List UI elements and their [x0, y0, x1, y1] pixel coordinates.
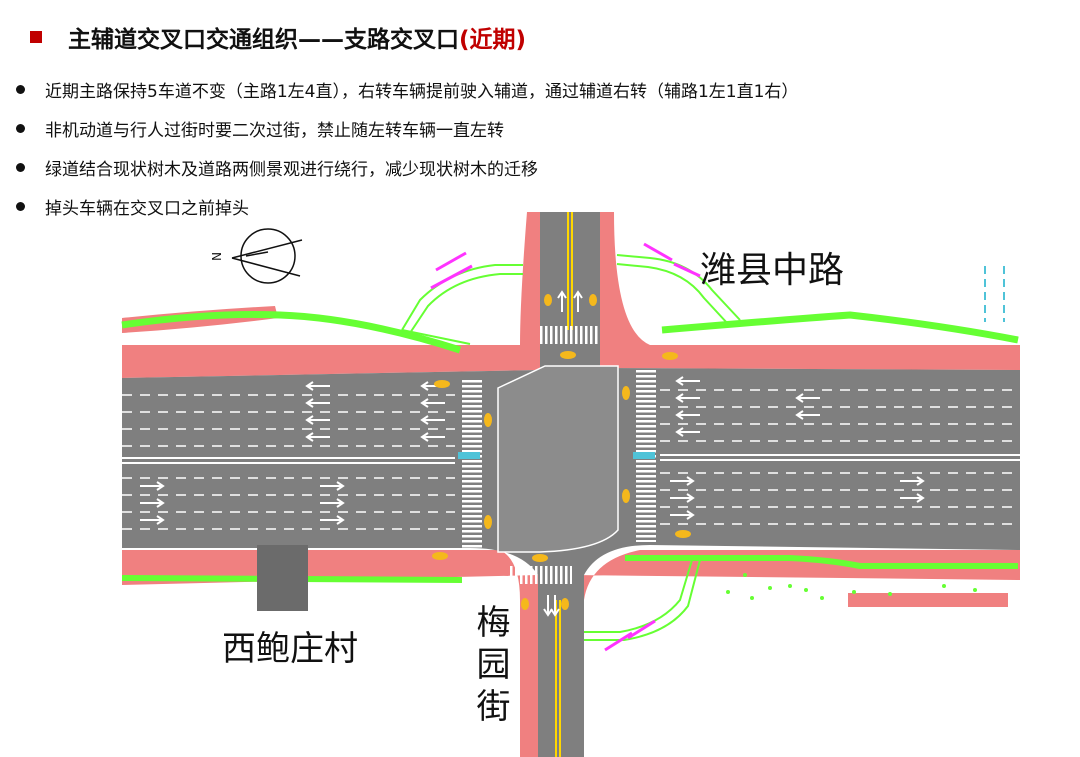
title-square-icon [30, 31, 42, 43]
bullet-text: 绿道结合现状树木及道路两侧景观进行绕行，减少现状树木的迁移 [45, 160, 538, 180]
magenta-markers [430, 242, 701, 652]
greenway-dots [726, 573, 977, 600]
title-tag: (近期) [459, 27, 527, 53]
village-building [257, 545, 308, 611]
center-lines [555, 212, 573, 757]
lane-arrows-east [670, 376, 925, 520]
lane-markings [122, 389, 1020, 530]
bullet-list: 近期主路保持5车道不变（主路1左4直），右转车辆提前驶入辅道，通过辅道右转（辅路… [16, 70, 798, 226]
cyan-markers [984, 266, 1005, 322]
bullet-dot-icon [16, 124, 25, 133]
median-lines [122, 454, 1020, 464]
intersection-box [497, 365, 619, 553]
bullet-dot-icon [16, 202, 25, 211]
bullet-item: 绿道结合现状树木及道路两侧景观进行绕行，减少现状树木的迁移 [16, 148, 798, 187]
road-label-branch: 梅园街 [470, 604, 510, 730]
bullet-text: 近期主路保持5车道不变（主路1左4直），右转车辆提前驶入辅道，通过辅道右转（辅路… [45, 82, 799, 102]
bullet-dot-icon [16, 163, 25, 172]
lane-arrows-branch [543, 290, 583, 617]
cyclist-markers [432, 294, 691, 610]
bullet-item: 非机动道与行人过街时要二次过街，禁止随左转车辆一直左转 [16, 109, 798, 148]
bike-box-west [458, 452, 480, 459]
compass-letter: N [209, 252, 223, 261]
bullet-dot-icon [16, 85, 25, 94]
intersection-diagram: N 潍县中路 西鲍庄村 梅园街 [121, 212, 1020, 757]
bullet-text: 掉头车辆在交叉口之前掉头 [45, 199, 249, 219]
bullet-text: 非机动道与行人过街时要二次过街，禁止随左转车辆一直左转 [45, 121, 504, 141]
bullet-item: 近期主路保持5车道不变（主路1左4直），右转车辆提前驶入辅道，通过辅道右转（辅路… [16, 70, 798, 109]
slide-title: 主辅道交叉口交通组织——支路交叉口(近期) [30, 20, 526, 54]
village-label: 西鲍庄村 [222, 629, 358, 669]
bike-box-east [633, 452, 655, 459]
title-main: 主辅道交叉口交通组织——支路交叉口 [68, 27, 459, 53]
lane-arrows-west [140, 381, 445, 525]
road-label-main: 潍县中路 [700, 250, 844, 291]
bullet-item: 掉头车辆在交叉口之前掉头 [16, 187, 798, 226]
compass-icon [231, 228, 303, 284]
crosswalks [462, 326, 656, 584]
